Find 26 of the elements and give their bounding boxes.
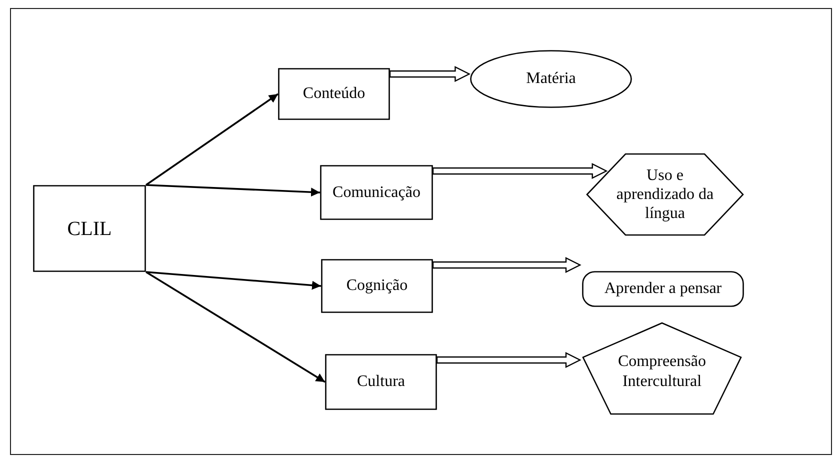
block-arrow — [436, 352, 582, 368]
node-label: Aprender a pensar — [604, 279, 722, 299]
arrow — [146, 271, 326, 383]
node-label: CLIL — [67, 216, 112, 240]
node-label: Compreensão Intercultural — [617, 352, 707, 391]
pentagon-node — [582, 322, 742, 415]
ellipse-node — [470, 50, 632, 108]
arrow — [146, 184, 320, 197]
arrow — [146, 271, 322, 290]
process-box — [320, 165, 433, 220]
block-arrow — [389, 66, 471, 82]
block-arrow — [432, 257, 582, 273]
rounded-box — [582, 271, 744, 307]
arrow — [145, 93, 279, 186]
block-arrow — [432, 163, 608, 179]
node-label: Conteúdo — [302, 84, 366, 104]
process-box — [321, 259, 433, 313]
hexagon-node — [586, 153, 744, 236]
node-label: Cultura — [357, 372, 405, 392]
node-label: Matéria — [526, 69, 576, 89]
node-label: Comunicação — [332, 182, 420, 202]
node-label: Cognição — [346, 276, 408, 296]
process-box — [33, 185, 146, 272]
process-box — [278, 68, 390, 120]
node-label: Uso e aprendizado da língua — [615, 166, 715, 224]
process-box — [325, 354, 437, 410]
